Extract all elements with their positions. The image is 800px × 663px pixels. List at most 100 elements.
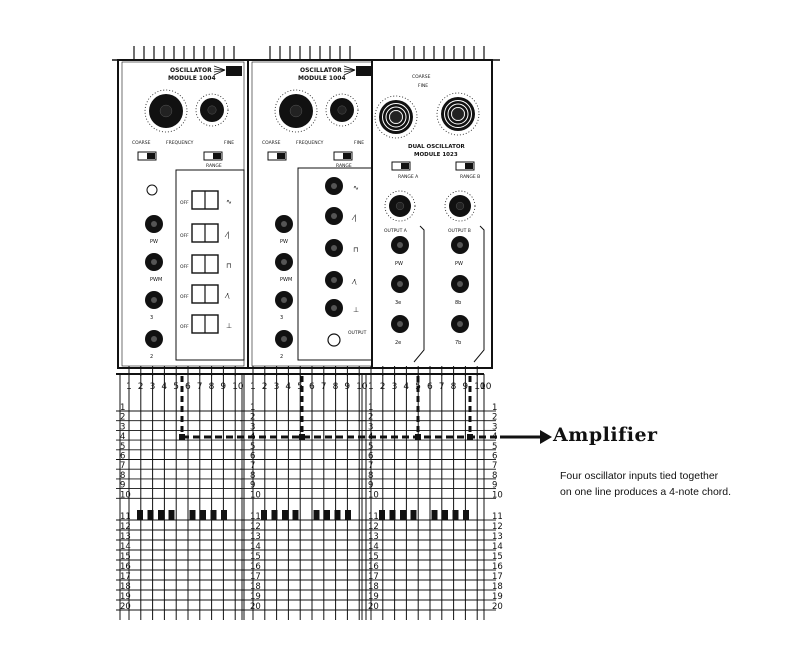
coarse-frequency-knob[interactable] — [274, 89, 318, 133]
row-label-17: 17 — [250, 572, 261, 582]
osc-a-waveform-knob[interactable] — [384, 190, 416, 222]
osc-a-frequency-knob[interactable] — [374, 95, 418, 139]
row-label-8: 8 — [368, 471, 373, 481]
pin-contact[interactable] — [334, 510, 341, 520]
waveform-icon: ⁄| — [224, 231, 230, 239]
row-label-12: 12 — [368, 522, 379, 532]
pin-contact[interactable] — [210, 510, 217, 520]
waveform-output-jack-1-hole — [331, 183, 337, 189]
row-label-right-17: 17 — [492, 572, 503, 582]
row-label-11: 11 — [368, 512, 379, 522]
pin-contact[interactable] — [431, 510, 438, 520]
jack-3-hole — [281, 297, 287, 303]
output-jack-icon[interactable] — [327, 333, 341, 347]
row-label-4: 4 — [120, 432, 125, 442]
osc-a-jack-1[interactable] — [391, 236, 409, 254]
row-label-right-8: 8 — [492, 471, 497, 481]
fine-label: FINE — [354, 140, 364, 146]
jack-pwm[interactable] — [145, 253, 163, 271]
column-label-right: 10 — [480, 382, 492, 392]
pin-contact[interactable] — [282, 510, 288, 520]
waveform-output-jack-2-hole — [331, 213, 337, 219]
pin-contact[interactable] — [292, 510, 299, 520]
jack-pw[interactable] — [145, 215, 163, 233]
pin-contact[interactable] — [389, 510, 396, 520]
pin-contact[interactable] — [345, 510, 351, 520]
row-label-right-11: 11 — [492, 512, 503, 522]
jack-3[interactable] — [275, 291, 293, 309]
pin-contact[interactable] — [158, 510, 164, 520]
off-label: OFF — [180, 264, 189, 270]
osc-a-jack-2[interactable] — [391, 275, 409, 293]
pin-contact[interactable] — [189, 510, 196, 520]
coarse-label: COARSE — [262, 140, 281, 146]
pin-contact[interactable] — [271, 510, 278, 520]
range-label: RANGE — [206, 163, 222, 169]
osc-b-jack-1[interactable] — [451, 236, 469, 254]
row-label-20: 20 — [250, 602, 261, 612]
waveform-switch-5[interactable] — [191, 314, 219, 334]
range-switch-right[interactable] — [203, 151, 223, 161]
patch-pin-4[interactable] — [467, 434, 473, 440]
osc-b-jack-2[interactable] — [451, 275, 469, 293]
pin-contact[interactable] — [442, 510, 448, 520]
waveform-icon: ⁄| — [351, 214, 357, 222]
row-label-19: 19 — [368, 592, 379, 602]
coarse-frequency-knob-scale — [144, 89, 188, 133]
row-label-12: 12 — [250, 522, 261, 532]
pin-contact[interactable] — [379, 510, 385, 520]
pin-contact[interactable] — [168, 510, 175, 520]
osc-b-frequency-knob[interactable] — [436, 92, 480, 136]
jack-2[interactable] — [145, 330, 163, 348]
pin-contact[interactable] — [137, 510, 143, 520]
fine-frequency-knob[interactable] — [325, 93, 359, 127]
osc-a-jack-label: 2e — [395, 340, 401, 346]
output-b-bracket — [473, 225, 485, 363]
waveform-switch-4[interactable] — [191, 284, 219, 304]
coarse-frequency-knob[interactable] — [144, 89, 188, 133]
range-switch-right[interactable] — [333, 151, 353, 161]
osc-b-waveform-knob[interactable] — [444, 190, 476, 222]
osc-b-jack-3[interactable] — [451, 315, 469, 333]
waveform-icon: ⊓ — [353, 246, 358, 254]
pin-contact[interactable] — [221, 510, 227, 520]
pin-contact[interactable] — [400, 510, 406, 520]
waveform-switch-1[interactable] — [191, 190, 219, 210]
waveform-output-jack-3-hole — [331, 245, 337, 251]
pin-contact[interactable] — [324, 510, 330, 520]
row-label-right-16: 16 — [492, 562, 503, 572]
jack-pwm[interactable] — [275, 253, 293, 271]
waveform-switch-2[interactable] — [191, 223, 219, 243]
patch-pin-1[interactable] — [179, 434, 185, 440]
row-label-9: 9 — [368, 481, 373, 491]
jack-pw[interactable] — [275, 215, 293, 233]
pin-contact[interactable] — [452, 510, 459, 520]
waveform-output-jack-2[interactable] — [325, 207, 343, 225]
waveform-output-jack-4[interactable] — [325, 271, 343, 289]
waveform-switch-3[interactable] — [191, 254, 219, 274]
pin-contact[interactable] — [261, 510, 267, 520]
fine-frequency-knob[interactable] — [195, 93, 229, 127]
waveform-output-jack-1[interactable] — [325, 177, 343, 195]
range-label: RANGE — [336, 163, 352, 169]
range-a-switch[interactable] — [391, 161, 411, 171]
patch-pin-2[interactable] — [299, 434, 305, 440]
pin-contact[interactable] — [463, 510, 469, 520]
pin-contact[interactable] — [200, 510, 206, 520]
waveform-output-jack-5[interactable] — [325, 299, 343, 317]
pin-contact[interactable] — [147, 510, 154, 520]
frequency-label: FREQUENCY — [166, 140, 194, 146]
pin-contact[interactable] — [313, 510, 320, 520]
osc-a-jack-3[interactable] — [391, 315, 409, 333]
jack-2[interactable] — [275, 330, 293, 348]
range-b-switch[interactable] — [455, 161, 475, 171]
row-label-10: 10 — [250, 490, 261, 500]
pin-contact[interactable] — [410, 510, 417, 520]
jack-label-4: 2 — [280, 354, 283, 360]
waveform-output-jack-3[interactable] — [325, 239, 343, 257]
range-switch-left[interactable] — [137, 151, 157, 161]
patch-pin-3[interactable] — [415, 434, 421, 440]
range-switch-left[interactable] — [267, 151, 287, 161]
jack-3[interactable] — [145, 291, 163, 309]
